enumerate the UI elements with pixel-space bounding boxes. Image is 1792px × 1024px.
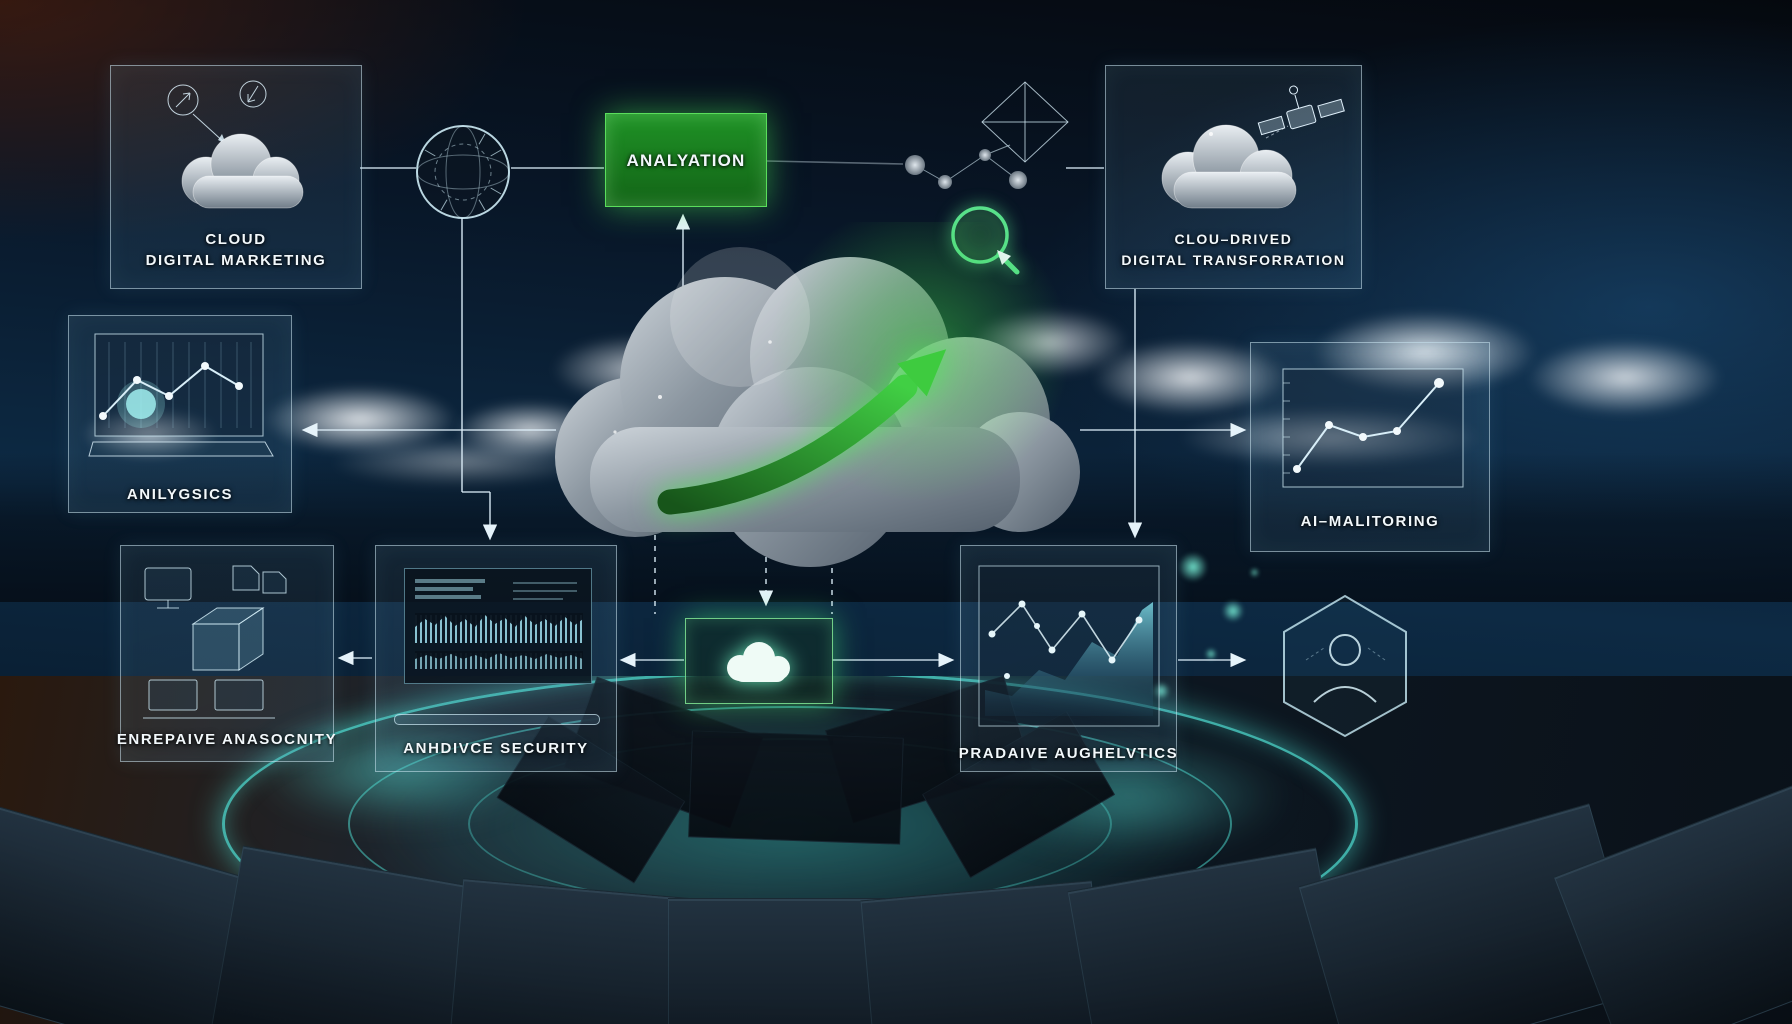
central-cloud [555,222,1080,567]
monitor-icon [144,567,192,601]
area-chart-icon [978,565,1160,727]
node-predictive: PRADAIVE AUGHELVTICS [959,545,1177,772]
workstation-icons [143,565,287,719]
label-line: CLOUD [205,231,267,248]
node-label: CLOU–DRIVED DIGITAL TRANSFORRATION [1106,229,1361,271]
node-upload-cloud [685,618,833,704]
cube-icon [191,607,265,671]
keyboard-icon [394,714,600,725]
line-chart-icon [1282,368,1464,488]
cloud-icon [1161,85,1345,209]
waveform-panel-icon [404,568,592,684]
monitor-icon [148,679,198,711]
cloud-icon [167,80,304,209]
share-arrows-icon [167,80,267,145]
node-label: CLOUD DIGITAL MARKETING [111,229,361,271]
node-enterprise: ENREPAIVE ANASOCNITY [117,545,336,762]
line-chart-icon [88,333,274,457]
satellite-icon [1257,85,1345,136]
node-analytics: ANILYGSICS [68,315,292,513]
node-label: PRADAIVE AUGHELVTICS [958,745,1179,762]
node-digital-transformation: CLOU–DRIVED DIGITAL TRANSFORRATION [1105,65,1362,289]
node-security: ANHDIVCE SECURITY [375,545,617,772]
monitor-icon [214,679,264,711]
node-label: AI–MALITORING [1300,513,1440,530]
node-label: ENREPAIVE ANASOCNITY [116,731,338,748]
cloud-highlight [670,247,810,387]
label-line: CLOU–DRIVED [1174,231,1293,247]
node-cloud-digital-marketing: CLOUD DIGITAL MARKETING [110,65,362,289]
document-icon [262,571,287,594]
node-label: ANHDIVCE SECURITY [403,740,589,757]
node-analyation: ANALYATION [605,113,767,207]
label-line: DIGITAL TRANSFORRATION [1121,252,1346,268]
node-ai-monitoring: AI–MALITORING [1250,342,1490,552]
node-label: ANILYGSICS [126,486,234,503]
laptop-icon [88,441,274,457]
node-label: ANALYATION [626,150,746,170]
document-icon [232,565,260,591]
label-line: DIGITAL MARKETING [145,252,327,269]
hexagon-person-icon [1283,594,1407,738]
upload-cloud-icon [727,642,790,682]
